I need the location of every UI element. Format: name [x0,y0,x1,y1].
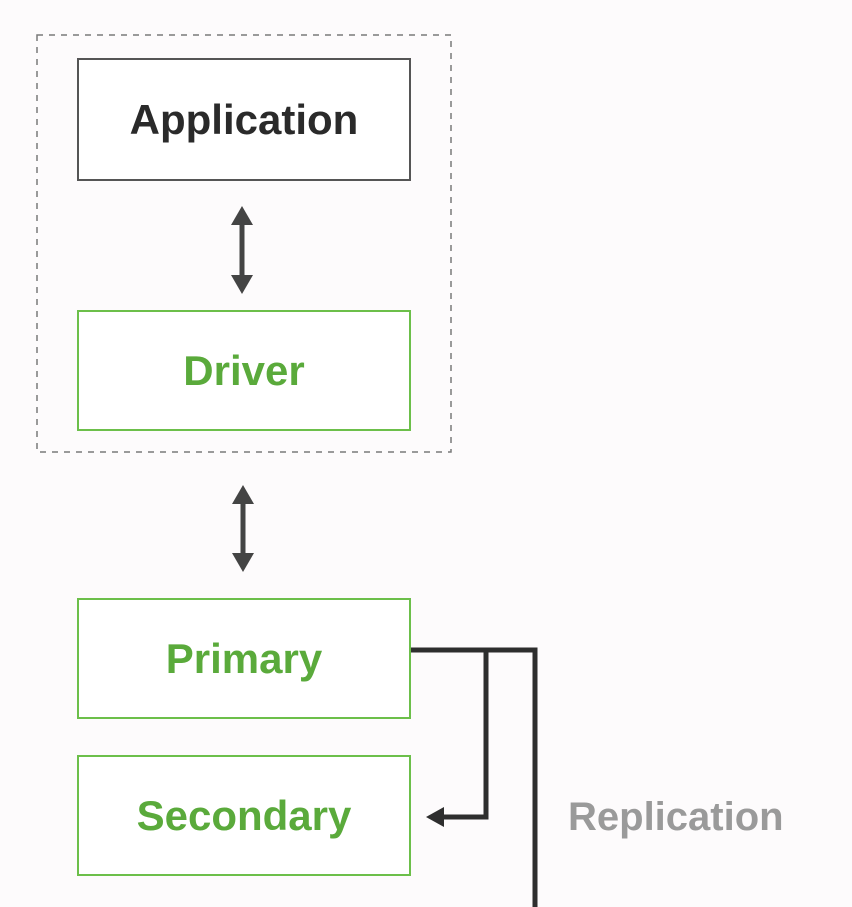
secondary-label: Secondary [136,791,352,839]
primary-label: Primary [165,634,323,682]
app-driver-arrow [231,206,253,294]
client-group-boundary [36,34,452,453]
replication-arrowhead [426,807,444,827]
driver-node: Driver [77,310,411,431]
driver-label: Driver [183,346,305,394]
replication-label: Replication [568,795,784,839]
application-node: Application [77,58,411,181]
primary-node: Primary [77,598,411,719]
driver-primary-arrow [232,485,254,572]
secondary-node: Secondary [77,755,411,876]
replication-connector [411,647,538,907]
application-label: Application [129,95,359,143]
